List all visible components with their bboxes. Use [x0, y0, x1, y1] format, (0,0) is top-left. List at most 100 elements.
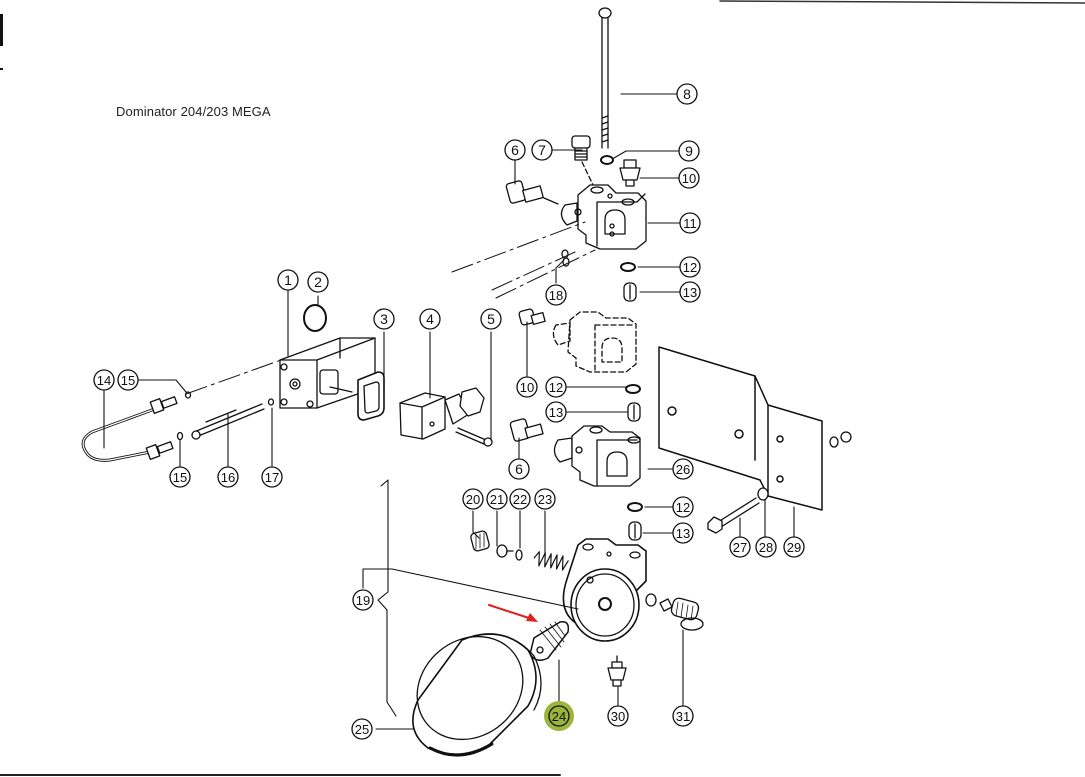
callout-19: 19 [352, 589, 374, 611]
callout-22: 22 [509, 488, 531, 510]
part-washer-right [829, 436, 839, 448]
callout-circle [676, 83, 698, 105]
part-17-nut [267, 398, 275, 406]
callout-label: 29 [787, 540, 801, 555]
part-29-bracket [658, 346, 823, 511]
callout-label: 15 [173, 470, 187, 485]
callout-circle [679, 256, 701, 278]
callout-circle [486, 488, 508, 510]
callout-13: 13 [672, 522, 694, 544]
part-nut-right [840, 431, 852, 443]
part-23-spring [533, 551, 569, 571]
part-12-o-ring-low [627, 502, 643, 512]
callout-label: 22 [513, 492, 527, 507]
part-12-o-ring-top [620, 262, 636, 272]
callout-label: 18 [549, 288, 563, 303]
callout-circle [672, 705, 694, 727]
part-3-gasket [357, 371, 385, 421]
callout-12: 12 [679, 256, 701, 278]
callout-circle [373, 308, 395, 330]
part-26-valve-block [553, 425, 641, 487]
callout-label: 12 [683, 260, 697, 275]
callout-label: 1 [284, 272, 292, 288]
filter-head [562, 538, 657, 642]
callout-label: 10 [520, 380, 534, 395]
callout-circle [217, 466, 239, 488]
callout-label: 15 [121, 373, 135, 388]
callout-circle [117, 369, 139, 391]
callout-label: 21 [490, 492, 504, 507]
phantom-valve-block [552, 311, 637, 373]
callout-circle [534, 488, 556, 510]
callout-23: 23 [534, 488, 556, 510]
callout-label: 23 [538, 492, 552, 507]
callout-circle [672, 522, 694, 544]
callout-circle [516, 376, 538, 398]
callout-label: 17 [265, 470, 279, 485]
leader-lines [103, 93, 795, 730]
callout-10: 10 [678, 167, 700, 189]
callout-circle [755, 536, 777, 558]
part-28-washer [757, 487, 769, 501]
callout-circle [508, 458, 530, 480]
callout-label: 8 [683, 86, 691, 102]
part-27-bolt [707, 497, 760, 534]
callout-circle [462, 488, 484, 510]
callout-label: 25 [355, 722, 369, 737]
part-11-valve-block [560, 184, 647, 250]
callout-circle [277, 269, 299, 291]
callout-circle [672, 458, 694, 480]
callout-circle [548, 705, 570, 727]
callout-circle [678, 140, 700, 162]
callout-13: 13 [679, 281, 701, 303]
callout-circle [545, 376, 567, 398]
callout-circle [352, 589, 374, 611]
callout-label: 10 [682, 171, 696, 186]
callout-circle [480, 308, 502, 330]
callout-label: 30 [611, 709, 625, 724]
callout-12: 12 [672, 496, 694, 518]
callout-label: 9 [685, 143, 693, 159]
callout-label: 12 [549, 380, 563, 395]
part-13-sleeve-top [623, 282, 637, 302]
part-21-piston [496, 544, 514, 558]
part-31-sensor [659, 597, 704, 631]
part-10-fitting-top [619, 159, 641, 187]
part-9-washer [600, 155, 614, 165]
callout-16: 16 [217, 466, 239, 488]
callout-27: 27 [729, 536, 751, 558]
callout-11: 11 [679, 212, 701, 234]
callout-circle [419, 308, 441, 330]
callout-circle [672, 496, 694, 518]
callout-label: 12 [676, 500, 690, 515]
diagram-title: Dominator 204/203 MEGA [116, 104, 271, 119]
callout-label: 13 [683, 285, 697, 300]
part-25-filter [412, 633, 542, 757]
red-arrow-indicator [488, 604, 538, 622]
callout-circle [504, 139, 526, 161]
callout-10: 10 [516, 376, 538, 398]
callout-15: 15 [117, 369, 139, 391]
callout-circle [607, 705, 629, 727]
callout-circle [783, 536, 805, 558]
part-13-sleeve-low [628, 521, 642, 541]
callout-15: 15 [169, 466, 191, 488]
callout-circle [169, 466, 191, 488]
callout-17: 17 [261, 466, 283, 488]
callout-label: 24 [552, 709, 566, 724]
callout-label: 31 [676, 709, 690, 724]
callout-label: 27 [733, 540, 747, 555]
part-10-fitting-mid [518, 308, 546, 326]
part-30-sensor [607, 655, 627, 687]
callout-7: 7 [531, 139, 553, 161]
callout-12: 12 [545, 376, 567, 398]
callout-2: 2 [307, 271, 329, 293]
callout-circle [545, 401, 567, 423]
callout-label: 6 [511, 142, 519, 158]
callout-label: 26 [676, 462, 690, 477]
callout-circle [509, 488, 531, 510]
callout-1: 1 [277, 269, 299, 291]
part-20-plug [470, 530, 490, 552]
